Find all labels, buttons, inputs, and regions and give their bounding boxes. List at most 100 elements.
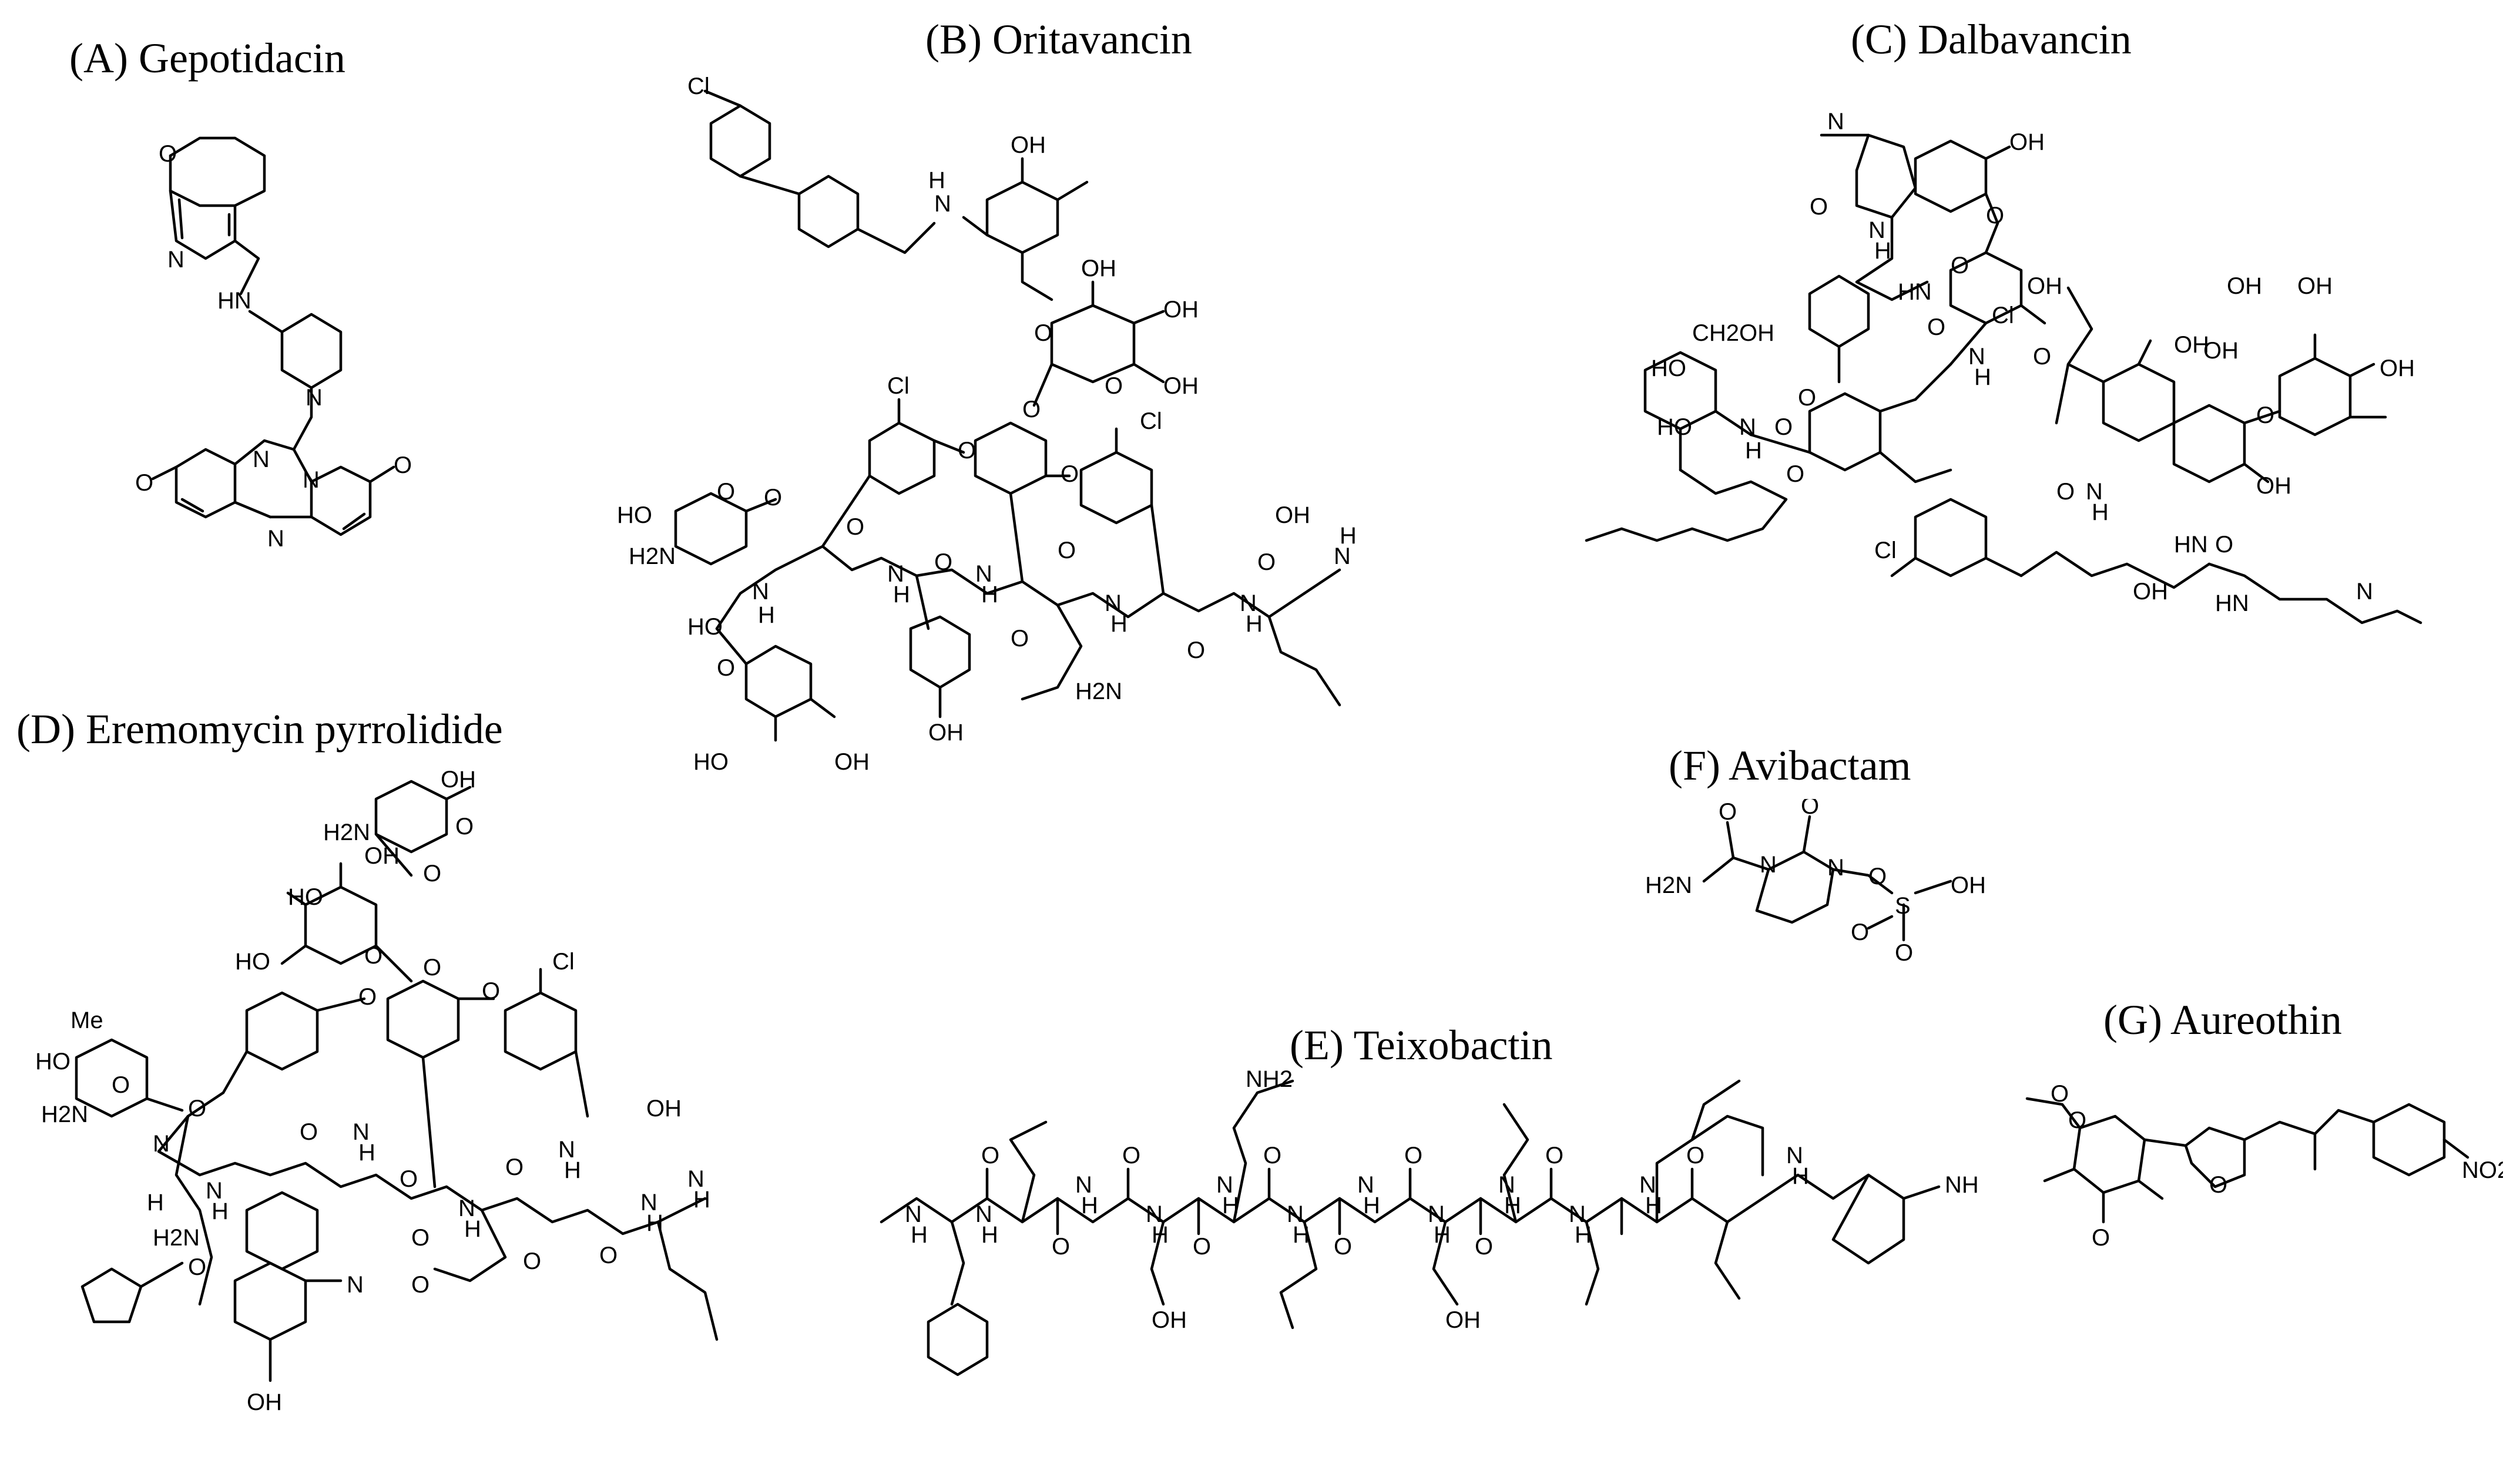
oritavancin-bonds (674, 89, 1341, 742)
atom-label: O (505, 1154, 524, 1180)
atom-label: O (2056, 479, 2075, 505)
atom-label: O (2033, 344, 2051, 370)
atom-label: O (1686, 1143, 1704, 1168)
atom-label: OH (2027, 273, 2062, 299)
atom-label: N (267, 526, 284, 552)
atom-label: NO2 (2462, 1157, 2503, 1183)
atom-label: H (758, 602, 775, 628)
atom-label: N (458, 1196, 475, 1221)
atom-label: H (1504, 1193, 1521, 1218)
atom-label: O (1058, 538, 1076, 563)
dalbavancin-structure: N OH O N H O O HN O OH Cl N H O OH OH OH… (1585, 109, 2422, 624)
atom-label: H (564, 1157, 581, 1183)
atom-label: H (928, 167, 945, 193)
atom-label: N (1827, 109, 1844, 135)
atom-label: O (1719, 799, 1737, 825)
atom-label: O (1786, 461, 1804, 487)
atom-label: N (1075, 1172, 1092, 1198)
atom-label: Cl (887, 373, 910, 399)
atom-label: H (1745, 438, 1762, 464)
atom-label: H (981, 1222, 998, 1248)
atom-label: H (693, 1187, 710, 1213)
atom-label: N (1287, 1201, 1304, 1227)
avibactam-atom-labels: O O N N O S OH O O H2N (1645, 799, 1986, 966)
atom-label: H (1974, 364, 1991, 390)
atom-label: OH (441, 767, 476, 793)
atom-label: Cl (1992, 303, 2014, 328)
atom-label: O (455, 814, 474, 840)
atom-label: O (1475, 1234, 1493, 1260)
atom-label: HO (35, 1049, 71, 1075)
atom-label: OH (364, 843, 400, 869)
atom-label: N (752, 579, 769, 605)
atom-label: O (300, 1119, 318, 1145)
atom-label: OH (1275, 502, 1310, 528)
atom-label: N (153, 1131, 170, 1157)
atom-label: H (893, 582, 910, 607)
atom-label: OH (2227, 273, 2262, 299)
panel-f-title: (F) Avibactam (1669, 742, 1911, 789)
atom-label: HN (217, 288, 251, 314)
atom-label: HO (235, 949, 270, 975)
atom-label: N (353, 1119, 370, 1145)
atom-label: O (1951, 253, 1969, 278)
panel-c-title: (C) Dalbavancin (1851, 16, 2132, 63)
atom-label: N (167, 247, 184, 273)
gepotidacin-bonds (151, 136, 395, 536)
atom-label: N (975, 1201, 992, 1227)
aureothin-bonds (2025, 1097, 2469, 1224)
atom-label: N (1428, 1201, 1445, 1227)
atom-label: OH (1951, 872, 1986, 898)
atom-label: O (1545, 1143, 1563, 1168)
atom-label: OH (2009, 129, 2045, 155)
atom-label: H (1792, 1163, 1809, 1189)
atom-label: O (523, 1248, 541, 1274)
atom-label: O (1404, 1143, 1422, 1168)
teixobactin-bonds (880, 1079, 1941, 1376)
atom-label: O (1774, 414, 1793, 440)
atom-label: O (1011, 626, 1029, 652)
atom-label: OH (1081, 256, 1116, 281)
atom-label: O (764, 485, 782, 511)
atom-label: O (599, 1243, 618, 1268)
atom-label: HO (617, 502, 652, 528)
atom-label: O (717, 479, 735, 505)
atom-label: O (1187, 637, 1205, 663)
atom-label: OH (2203, 338, 2239, 364)
gepotidacin-structure: O N HN N O N N O N (135, 136, 412, 552)
atom-label: NH (1945, 1172, 1979, 1198)
atom-label: N (1760, 852, 1777, 878)
atom-label: OH (1152, 1307, 1187, 1333)
atom-label: S (1895, 893, 1911, 919)
atom-label: O (2209, 1172, 2227, 1198)
atom-label: Cl (552, 949, 575, 975)
atom-label: O (1034, 320, 1052, 346)
oritavancin-structure: Cl N H OH O O OH OH OH O O Cl O O O O HO… (617, 73, 1357, 775)
teixobactin-atom-labels: NH2 O O O O O O O O O O N H N H N H N H … (905, 1069, 1979, 1333)
atom-label: N (887, 561, 904, 587)
atom-label: O (423, 955, 441, 981)
atom-label: N (206, 1178, 223, 1204)
atom-label: H (1645, 1193, 1662, 1218)
atom-label: N (934, 191, 951, 217)
gepotidacin-atom-labels: O N HN N O N N O N (135, 141, 412, 552)
atom-label: N (306, 385, 323, 411)
panel-g-title: (G) Aureothin (2103, 996, 2342, 1043)
atom-label: O (1193, 1234, 1211, 1260)
atom-label: H (1222, 1193, 1239, 1218)
atom-label: OH (1011, 132, 1046, 158)
atom-label: O (2215, 532, 2233, 558)
atom-label: Me (71, 1008, 103, 1033)
avibactam-structure: O O N N O S OH O O H2N (1645, 799, 1986, 966)
atom-label: HO (687, 614, 723, 640)
atom-label: OH (247, 1389, 282, 1415)
atom-label: OH (928, 720, 964, 746)
atom-label: OH (1163, 373, 1199, 399)
dalbavancin-bonds (1585, 133, 2422, 624)
atom-label: O (1927, 314, 1945, 340)
atom-label: O (1263, 1143, 1281, 1168)
atom-label: H (1575, 1222, 1592, 1248)
atom-label: OH (646, 1096, 682, 1121)
atom-label: OH (2174, 332, 2209, 358)
